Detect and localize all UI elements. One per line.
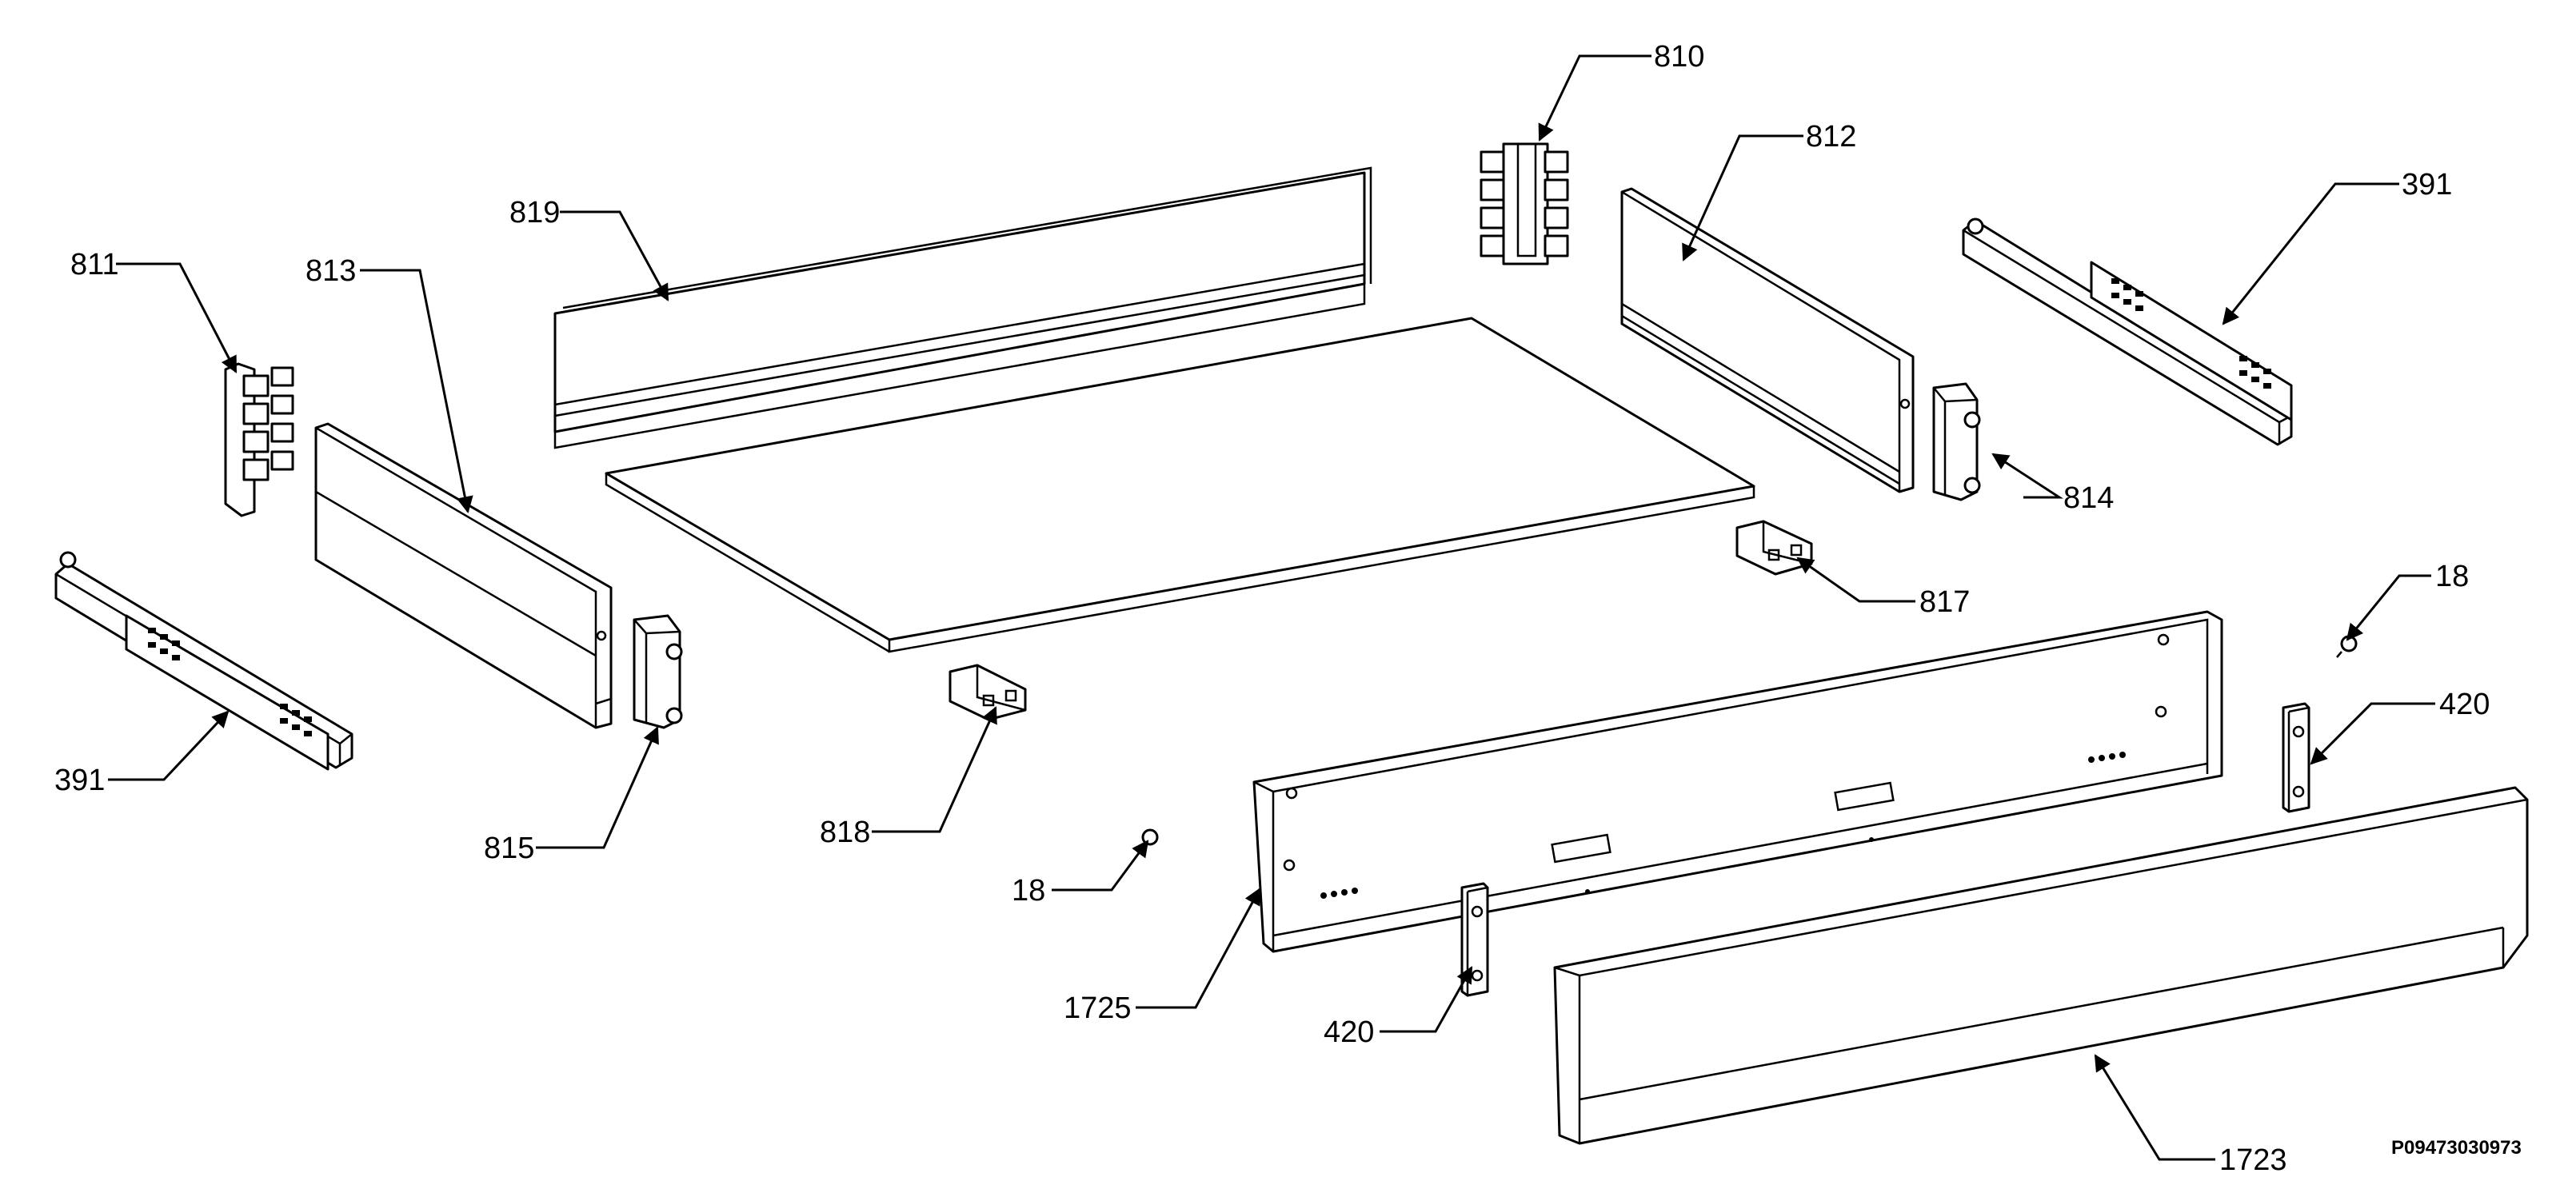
label-810: 810 <box>1654 40 1704 74</box>
front-panel-1723 <box>1553 786 2529 1145</box>
label-18-right: 18 <box>2435 560 2469 593</box>
label-1723: 1723 <box>2219 1143 2287 1177</box>
label-391-right: 391 <box>2402 168 2452 201</box>
clip-strip-420-right <box>2282 702 2310 813</box>
label-391-left: 391 <box>54 764 105 797</box>
back-panel-819 <box>553 166 1372 449</box>
label-420-right: 420 <box>2439 688 2490 721</box>
bracket-817 <box>1735 520 1813 576</box>
bracket-814 <box>1932 382 1981 501</box>
drawer-bottom-panel <box>605 317 1755 653</box>
drawing-code: P09473030973 <box>2391 1137 2522 1159</box>
drawer-runner-left-391 <box>54 551 353 771</box>
label-819: 819 <box>509 196 560 229</box>
label-811: 811 <box>70 248 119 281</box>
front-inner-panel-1725 <box>1252 610 2223 953</box>
leader-lines <box>108 54 2435 1161</box>
corner-connector-810 <box>1480 142 1569 265</box>
label-1725: 1725 <box>1064 992 1132 1025</box>
screw-18-right <box>2336 635 2358 658</box>
bracket-815 <box>633 614 683 729</box>
label-18-left: 18 <box>1012 874 1045 908</box>
corner-connector-811 <box>224 362 294 517</box>
bracket-818 <box>949 664 1027 721</box>
label-818: 818 <box>820 816 870 849</box>
label-420-left: 420 <box>1324 1015 1374 1049</box>
side-panel-812 <box>1620 187 1915 493</box>
label-812: 812 <box>1806 120 1856 154</box>
callout-labels: 810 812 391 811 813 819 814 817 18 420 3… <box>54 40 2522 1177</box>
drawer-runner-right-391 <box>1962 217 2293 446</box>
side-panel-813 <box>314 422 613 729</box>
label-815: 815 <box>484 832 534 865</box>
label-817: 817 <box>1919 585 1970 619</box>
label-813: 813 <box>306 254 356 288</box>
label-814: 814 <box>2063 481 2114 515</box>
